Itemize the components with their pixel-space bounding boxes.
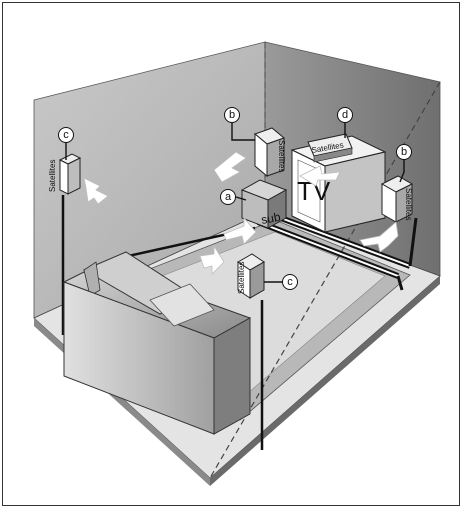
- callout-a: a: [220, 189, 236, 205]
- arrow-front-left-icon: [213, 151, 247, 183]
- callout-b-left: b: [224, 107, 240, 123]
- arrow-rear-right-icon: [199, 244, 225, 275]
- speaker-cables: [61, 195, 418, 450]
- svg-text:b: b: [401, 146, 407, 158]
- svg-text:a: a: [225, 191, 232, 203]
- callouts: a b b d c c: [58, 107, 412, 290]
- callout-c-right: c: [282, 274, 298, 290]
- sofa: [62, 251, 252, 435]
- satellite-rear-left: Satellites: [48, 153, 82, 195]
- arrow-sub-icon: [223, 216, 257, 245]
- center-satellite: Satellites: [307, 133, 353, 163]
- satellite-label-front-left: Satellites: [277, 140, 286, 172]
- arrow-center-icon: [299, 165, 341, 187]
- subwoofer: sub: [240, 179, 288, 229]
- floor-edge-right: [210, 276, 440, 486]
- satellite-label-rear-left: Satellites: [48, 160, 57, 192]
- subwoofer-label: sub: [260, 210, 282, 227]
- satellite-rear-right: Satellites: [237, 253, 265, 299]
- arrow-front-right-icon: [359, 221, 399, 253]
- svg-text:c: c: [63, 129, 69, 141]
- callout-b-right: b: [396, 144, 412, 160]
- satellite-label-rear-right: Satellites: [237, 262, 246, 294]
- callout-c-left: c: [58, 127, 74, 143]
- svg-text:c: c: [287, 276, 293, 288]
- satellite-front-left: Satellites: [254, 127, 286, 178]
- svg-text:d: d: [342, 109, 348, 121]
- svg-text:b: b: [229, 109, 235, 121]
- arrow-rear-left-icon: [83, 177, 109, 205]
- callout-leaders: [65, 122, 405, 283]
- callout-d: d: [337, 107, 353, 123]
- satellite-front-right: Satellites: [380, 175, 414, 223]
- satellite-label-front-right: Satellites: [404, 188, 413, 220]
- sound-arrows: [83, 151, 399, 275]
